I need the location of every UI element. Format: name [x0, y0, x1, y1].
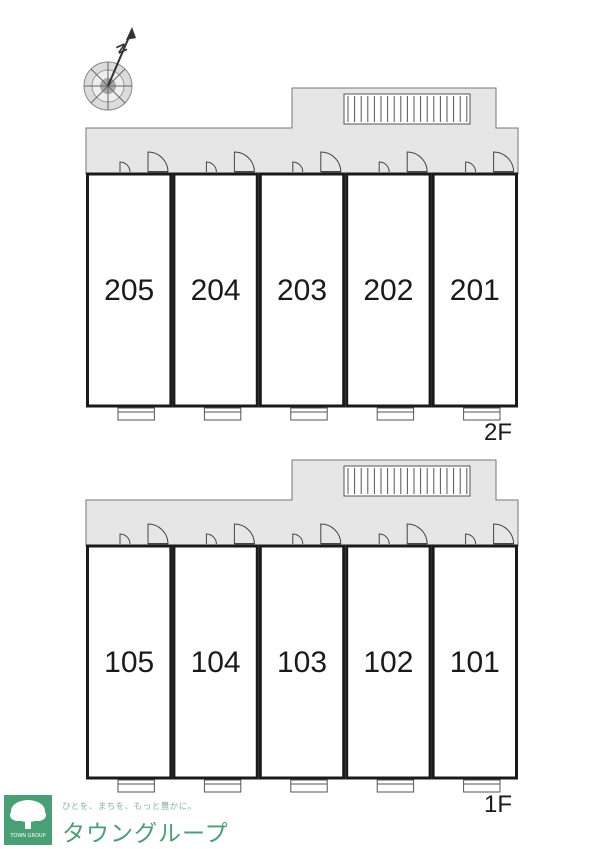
balcony	[117, 779, 155, 793]
meter-door-icon	[465, 161, 477, 173]
unit-walls	[431, 172, 519, 408]
unit-walls	[345, 172, 432, 408]
unit-201: 201	[431, 151, 519, 421]
meter-door-icon	[119, 533, 131, 545]
balcony	[290, 779, 328, 793]
logo-name: タウングループ	[62, 821, 229, 847]
meter-door-icon	[465, 533, 477, 545]
staircase	[343, 93, 471, 125]
unit-104: 104	[172, 523, 259, 793]
entrance-door-icon	[493, 523, 515, 545]
unit-number-label: 102	[363, 646, 413, 679]
entrance-door-icon	[406, 523, 428, 545]
unit-number-label: 205	[104, 274, 154, 307]
unit-number-label: 202	[363, 274, 413, 307]
unit-102: 102	[345, 523, 432, 793]
unit-walls	[258, 172, 346, 408]
unit-number-label: 101	[450, 646, 500, 679]
entrance-door-icon	[233, 523, 255, 545]
unit-204: 204	[172, 151, 259, 421]
balcony	[117, 407, 155, 421]
unit-number-label: 204	[191, 274, 241, 307]
unit-number-label: 104	[191, 646, 241, 679]
meter-door-icon	[378, 533, 390, 545]
entrance-door-icon	[320, 523, 342, 545]
unit-number-label: 201	[450, 274, 500, 307]
logo-sub-text: TOWN GROUP	[10, 833, 46, 839]
logo-tagline: ひとを、まちを、もっと豊かに。	[62, 802, 197, 812]
unit-walls	[86, 172, 173, 408]
entrance-door-icon	[320, 151, 342, 173]
entrance-door-icon	[147, 523, 169, 545]
floor-1f: 105 104 103 102 101 1F	[85, 459, 519, 818]
unit-walls	[172, 544, 259, 780]
balcony	[203, 407, 242, 421]
meter-door-icon	[292, 161, 304, 173]
floor-2f: 205 204 203 202 201 2F	[85, 87, 519, 446]
balcony	[463, 407, 501, 421]
balcony	[376, 407, 415, 421]
floor-label: 2F	[484, 419, 512, 446]
floor-label: 1F	[484, 791, 512, 818]
meter-door-icon	[205, 533, 217, 545]
balcony	[463, 779, 501, 793]
staircase	[343, 465, 471, 497]
unit-number-label: 105	[104, 646, 154, 679]
unit-number-label: 103	[277, 646, 327, 679]
balcony	[203, 779, 242, 793]
unit-number-label: 203	[277, 274, 327, 307]
meter-door-icon	[292, 533, 304, 545]
unit-walls	[258, 544, 346, 780]
unit-203: 203	[258, 151, 346, 421]
unit-101: 101	[431, 523, 519, 793]
unit-walls	[172, 172, 259, 408]
entrance-door-icon	[233, 151, 255, 173]
unit-205: 205	[86, 151, 173, 421]
meter-door-icon	[205, 161, 217, 173]
balcony	[290, 407, 328, 421]
entrance-door-icon	[406, 151, 428, 173]
unit-walls	[431, 544, 519, 780]
meter-door-icon	[378, 161, 390, 173]
unit-walls	[86, 544, 173, 780]
logo-tree-icon	[4, 795, 52, 845]
entrance-door-icon	[493, 151, 515, 173]
unit-103: 103	[258, 523, 346, 793]
compass-icon: N	[83, 27, 136, 111]
balcony	[376, 779, 415, 793]
unit-105: 105	[86, 523, 173, 793]
unit-202: 202	[345, 151, 432, 421]
meter-door-icon	[119, 161, 131, 173]
unit-walls	[345, 544, 432, 780]
entrance-door-icon	[147, 151, 169, 173]
